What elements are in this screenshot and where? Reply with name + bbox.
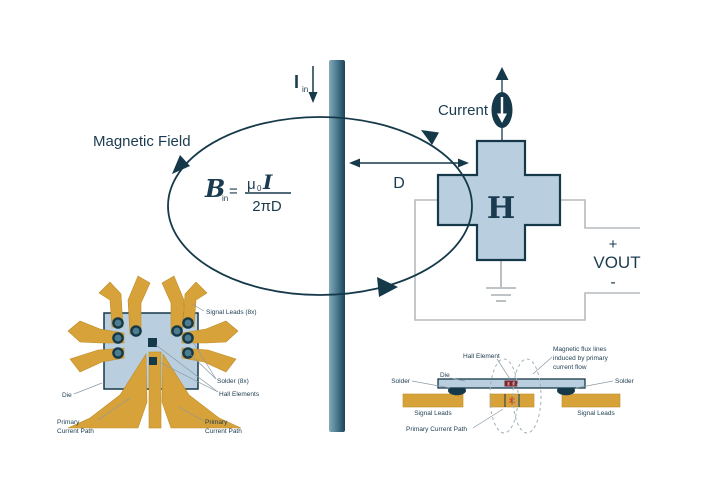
solder-ball	[112, 347, 124, 359]
current-label: Current	[438, 102, 489, 119]
cross-section-view: Hall Element Magnetic flux lines induced…	[391, 346, 635, 434]
down-arrow-icon	[497, 113, 507, 123]
die-label: Die	[62, 392, 72, 399]
ground-icon	[486, 260, 516, 302]
signal-lead-bar	[402, 393, 464, 408]
formula-denominator: 2πD	[252, 198, 282, 215]
circuit-wire-negative	[414, 199, 640, 321]
solder-ball	[171, 325, 183, 337]
formula-mu-subscript: 0	[257, 184, 262, 193]
signal-lead	[69, 347, 125, 373]
flux-lines-label: Magnetic flux lines	[553, 346, 607, 353]
current-in-subscript: in	[302, 85, 308, 94]
flux-lines-label: current flow	[553, 364, 587, 371]
formula-mu: μ	[247, 176, 256, 193]
hall-symbol: H	[487, 191, 515, 226]
primary-current-path-label: Primary	[57, 419, 80, 426]
solder-ball	[112, 317, 124, 329]
primary-current-path-label: Current Path	[57, 428, 94, 435]
leader-lines	[73, 303, 219, 422]
primary-current-path-strip	[148, 351, 162, 429]
hall-elements-label: Hall Elements	[219, 391, 260, 398]
hall-element-cross	[436, 139, 562, 262]
die-label: Die	[440, 372, 450, 379]
solder-ball	[182, 317, 194, 329]
primary-current-path-wedge	[161, 352, 242, 429]
formula-current: I	[262, 170, 273, 194]
signal-lead	[181, 347, 237, 373]
signal-lead	[182, 281, 208, 328]
signal-leads-label: Signal Leads	[414, 410, 452, 417]
distance-arrow	[349, 158, 469, 168]
magnetic-field-ellipse	[167, 116, 473, 296]
signal-lead	[127, 275, 151, 335]
current-in-label: I	[294, 72, 299, 92]
signal-leads-label: Signal Leads	[577, 410, 615, 417]
solder-ball	[182, 332, 194, 344]
flux-lines-label: induced by primary	[553, 355, 609, 362]
signal-lead-bar	[561, 393, 621, 408]
package-top-view: Signal Leads (8x) Solder (8x) Hall Eleme…	[57, 275, 260, 435]
hall-element-label: Hall Element	[463, 353, 500, 360]
hall-element-square	[149, 357, 157, 365]
primary-current-path-label: Current Path	[205, 428, 242, 435]
magnetic-field-label: Magnetic Field	[93, 133, 191, 150]
hall-element-chip	[504, 380, 518, 387]
field-arrowhead-left-icon	[172, 155, 190, 174]
solder-label: Solder (8x)	[217, 378, 249, 385]
current-direction-indicator	[491, 67, 513, 141]
formula-b: B	[204, 174, 225, 203]
field-formula: B in = μ 0 I 2πD	[204, 170, 291, 215]
vout-label: VOUT	[593, 253, 640, 272]
primary-current-path-wedge	[67, 352, 148, 429]
vout-plus-label: +	[609, 236, 618, 253]
solder-ball	[130, 325, 142, 337]
solder-ball	[182, 347, 194, 359]
flux-line-ellipse	[489, 358, 519, 434]
primary-current-path-group	[67, 351, 242, 429]
field-arrowhead-top-icon	[421, 130, 439, 145]
hall-chip-mark	[507, 382, 510, 386]
hall-element-square	[148, 338, 157, 347]
solder-label: Solder	[615, 378, 635, 385]
solder-ball	[112, 332, 124, 344]
signal-leads-group	[67, 275, 239, 373]
formula-b-subscript: in	[222, 194, 228, 203]
signal-lead	[98, 281, 124, 328]
solder-label: Solder	[391, 378, 411, 385]
current-in-arrow-icon	[308, 66, 318, 103]
primary-conductor-bar	[329, 60, 345, 432]
field-arrowhead-bottom-icon	[377, 277, 398, 297]
signal-leads-label: Signal Leads (8x)	[206, 309, 257, 316]
circuit-wire-positive	[560, 199, 640, 229]
leader-lines	[411, 356, 614, 429]
formula-equals: =	[229, 183, 238, 200]
solder-balls-group	[112, 317, 194, 359]
up-arrow-icon	[495, 67, 509, 80]
primary-current-path-label: Primary	[205, 419, 228, 426]
primary-current-path-label: Primary Current Path	[406, 426, 467, 433]
vout-minus-label: -	[610, 274, 615, 291]
flux-line-ellipse	[512, 358, 542, 434]
distance-label: D	[393, 175, 405, 192]
